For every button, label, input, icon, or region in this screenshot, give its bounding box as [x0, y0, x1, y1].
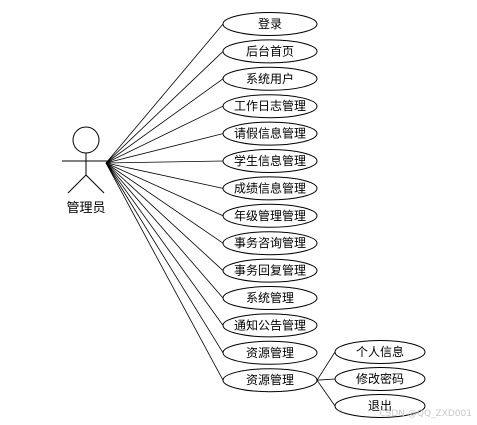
use-case[interactable]: 后台首页 — [222, 39, 318, 64]
actor-right-leg — [85, 174, 105, 194]
use-case-label: 事务咨询管理 — [234, 235, 306, 250]
association-line — [105, 162, 224, 217]
sub-association-line — [316, 351, 336, 381]
association-line — [105, 51, 224, 164]
association-line — [105, 162, 224, 326]
use-case-ellipse[interactable] — [222, 149, 318, 173]
use-case-label: 资源管理 — [246, 372, 294, 387]
association-line — [105, 133, 224, 164]
actor-head — [72, 126, 100, 154]
use-case[interactable]: 学生信息管理 — [222, 149, 318, 173]
use-case[interactable]: 工作日志管理 — [222, 94, 318, 119]
use-case[interactable]: 资源管理 — [222, 340, 318, 365]
use-case-ellipse[interactable] — [222, 286, 318, 310]
use-case-ellipse[interactable] — [222, 176, 318, 201]
use-case-ellipse[interactable] — [222, 121, 318, 146]
use-case-ellipse[interactable] — [222, 313, 318, 338]
sub-association-line — [316, 379, 336, 407]
sub-use-case-label: 退出 — [368, 399, 392, 413]
association-line — [105, 23, 224, 164]
use-case-label: 工作日志管理 — [234, 98, 306, 113]
use-case-label: 后台首页 — [246, 43, 294, 58]
use-case[interactable]: 资源管理 — [222, 368, 318, 393]
use-case-label: 登录 — [258, 16, 282, 31]
use-case[interactable]: 请假信息管理 — [222, 121, 318, 146]
sub-use-case-label: 个人信息 — [356, 344, 404, 359]
use-case-ellipse[interactable] — [222, 39, 318, 64]
sub-association-line — [316, 378, 336, 381]
use-case-label: 系统管理 — [246, 290, 294, 305]
use-case-label: 系统用户 — [246, 71, 294, 86]
sub-use-case[interactable]: 个人信息 — [334, 340, 426, 364]
association-line — [105, 78, 224, 164]
use-case[interactable]: 成绩信息管理 — [222, 176, 318, 201]
watermark: CSDN @QQ_ZXD001 — [379, 409, 472, 419]
use-case-label: 事务回复管理 — [234, 263, 306, 278]
use-case[interactable]: 系统用户 — [222, 66, 318, 91]
use-case-label: 资源管理 — [246, 345, 294, 360]
actor-left-leg — [67, 174, 87, 194]
sub-use-case-label: 修改密码 — [356, 371, 404, 386]
use-case-ellipse[interactable] — [222, 66, 318, 91]
use-case[interactable]: 事务咨询管理 — [222, 231, 318, 256]
use-case[interactable]: 年级管理管理 — [222, 203, 318, 228]
use-case[interactable]: 通知公告管理 — [222, 313, 318, 338]
association-line — [105, 162, 224, 271]
use-case[interactable]: 系统管理 — [222, 286, 318, 310]
use-case-label: 学生信息管理 — [234, 153, 306, 168]
sub-use-case[interactable]: 修改密码 — [334, 367, 426, 391]
actor-admin: 管理员 — [62, 126, 110, 216]
use-case-ellipse[interactable] — [222, 12, 318, 36]
association-lines — [105, 23, 336, 407]
actor-label: 管理员 — [66, 201, 105, 216]
use-case-label: 成绩信息管理 — [234, 180, 306, 195]
association-line — [105, 162, 224, 244]
use-case-ellipse[interactable] — [222, 258, 318, 283]
association-line — [105, 162, 224, 189]
sub-use-case-ellipse[interactable] — [334, 367, 426, 391]
use-case-ellipse[interactable] — [222, 340, 318, 365]
association-line — [105, 162, 224, 354]
use-case[interactable]: 登录 — [222, 12, 318, 36]
use-case-ellipse[interactable] — [222, 203, 318, 228]
association-line — [105, 105, 224, 164]
use-case-label: 年级管理管理 — [234, 208, 306, 223]
sub-use-case-ellipse[interactable] — [334, 340, 426, 364]
association-line — [105, 162, 224, 381]
use-case-label: 请假信息管理 — [234, 126, 306, 141]
use-case-label: 通知公告管理 — [234, 317, 306, 332]
use-case-ellipse[interactable] — [222, 231, 318, 256]
association-line — [105, 160, 224, 164]
association-line — [105, 162, 224, 299]
sub-use-case[interactable]: 退出 — [334, 394, 426, 418]
use-case[interactable]: 事务回复管理 — [222, 258, 318, 283]
use-case-ellipse[interactable] — [222, 368, 318, 393]
use-cases: 登录后台首页系统用户工作日志管理请假信息管理学生信息管理成绩信息管理年级管理管理… — [222, 12, 318, 393]
sub-use-case-ellipse[interactable] — [334, 394, 426, 418]
use-case-ellipse[interactable] — [222, 94, 318, 119]
